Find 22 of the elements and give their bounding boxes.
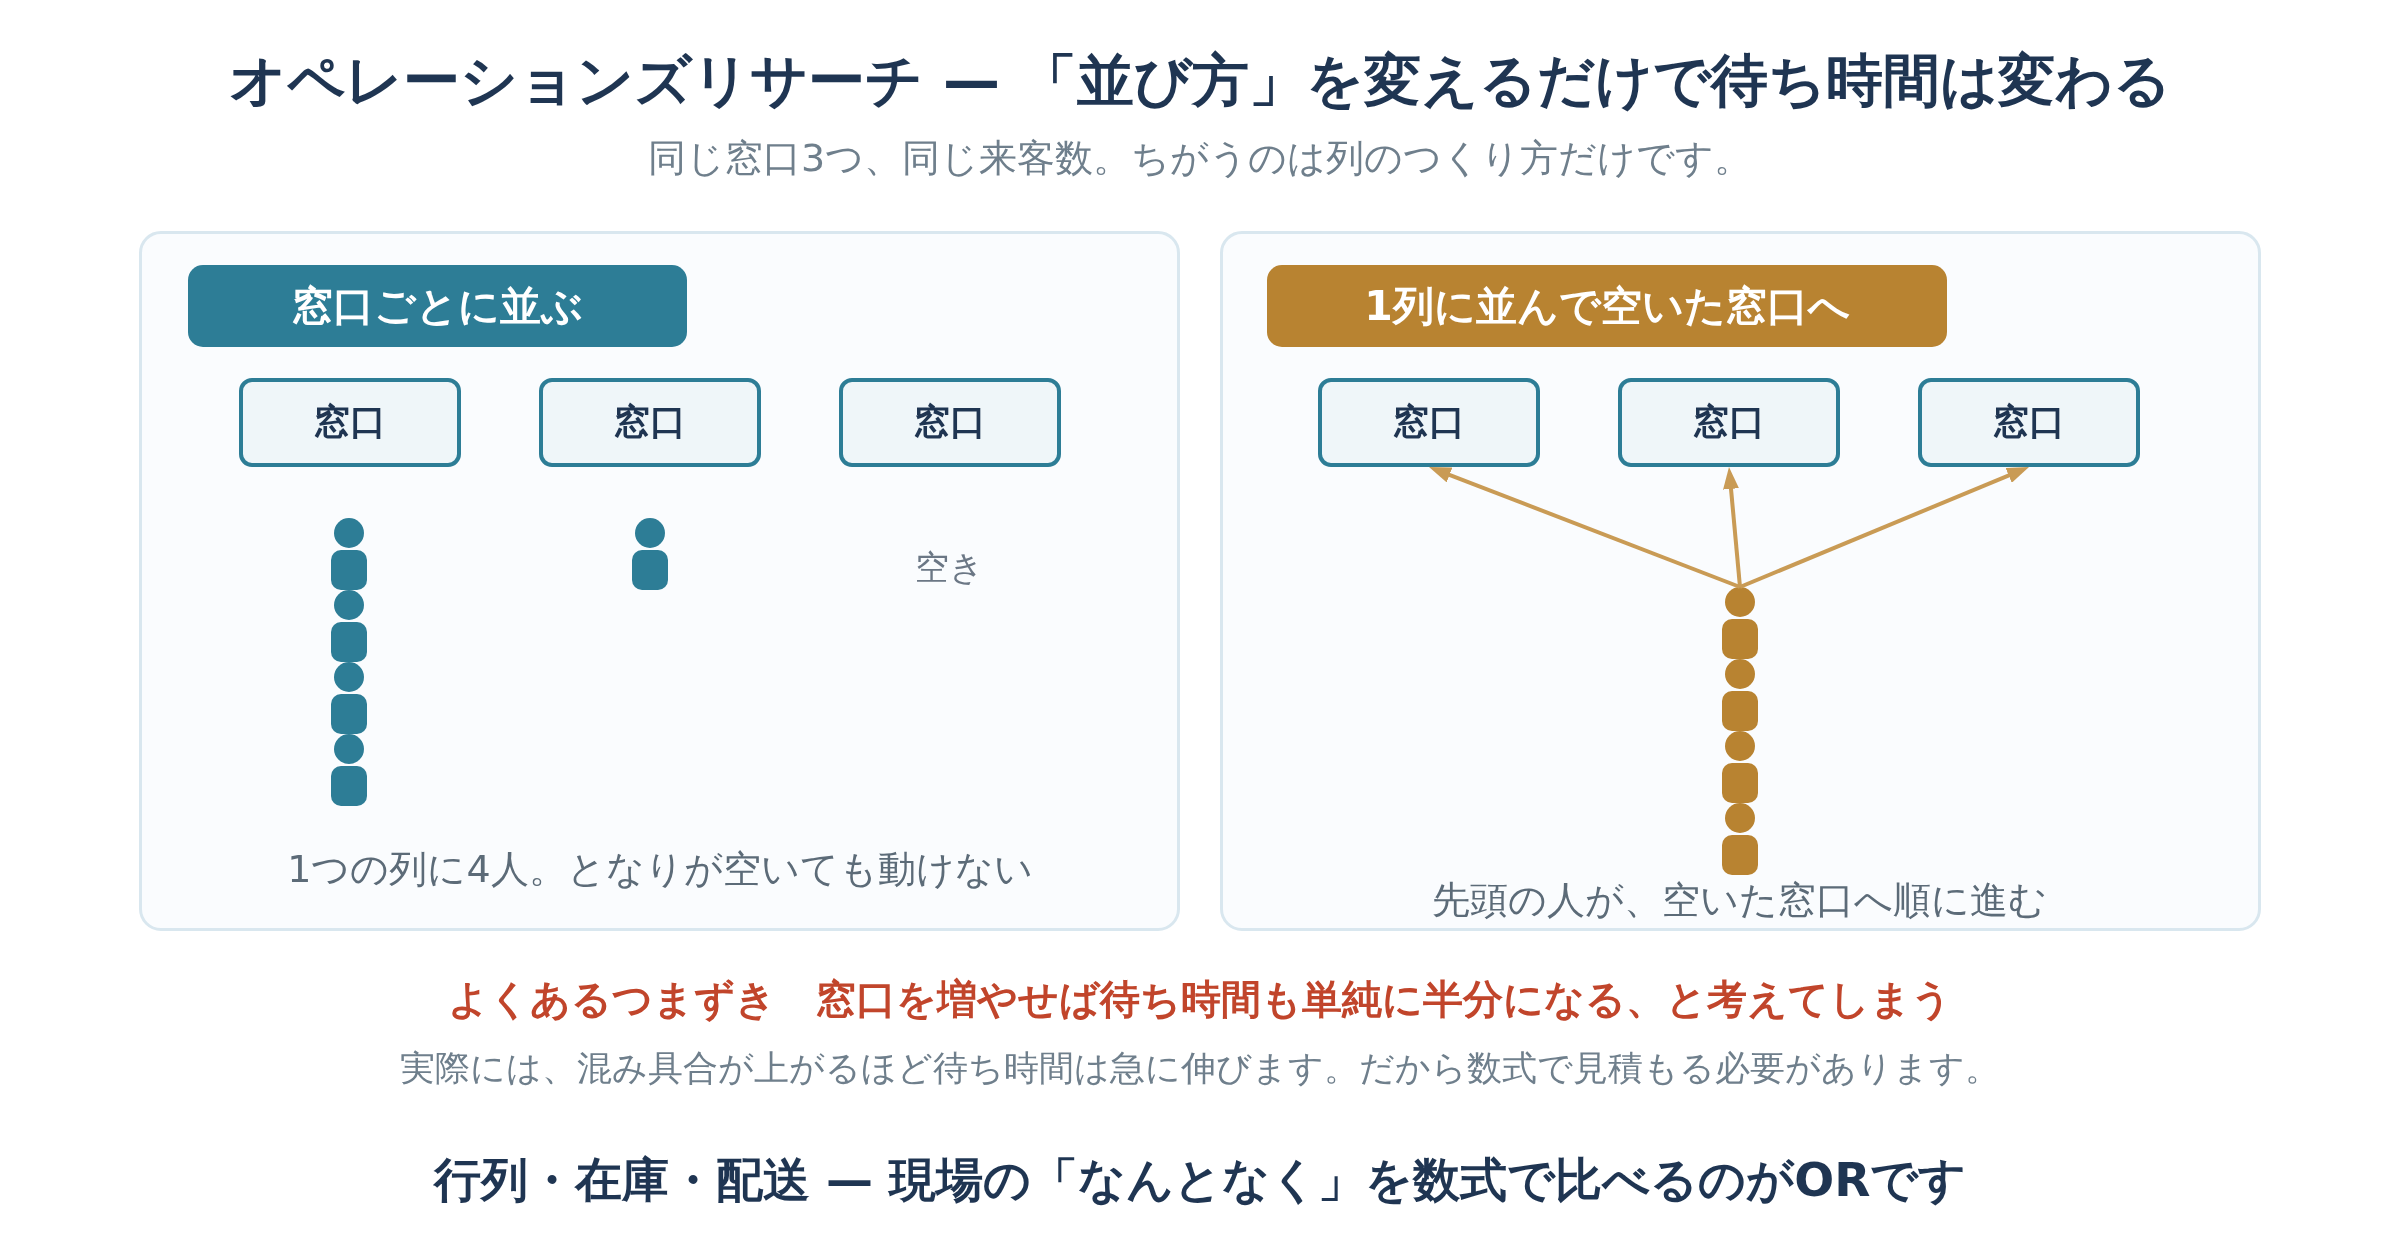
- counter-box: 窓口: [1618, 378, 1840, 467]
- panel-caption: 先頭の人が、空いた窓口へ順に進む: [1431, 878, 2047, 922]
- explanation-text: 実際には、混み具合が上がるほど待ち時間は急に伸びます。だから数式で見積もる必要があります。: [400, 1047, 2000, 1089]
- arrow: [1429, 467, 1741, 589]
- arrow: [1723, 467, 1742, 588]
- header-banner: 窓口ごとに並ぶ: [188, 265, 687, 347]
- panel: [139, 231, 1180, 931]
- status-label: 空き: [914, 546, 984, 588]
- counter-box: 窓口: [239, 378, 461, 467]
- panel-caption: 1つの列に4人。となりが空いても動けない: [287, 847, 1033, 891]
- counter-box: 窓口: [839, 378, 1061, 467]
- counter-box: 窓口: [1318, 378, 1540, 467]
- arrow: [1739, 467, 2029, 589]
- people-queue: [1722, 587, 1758, 875]
- panel: [1220, 231, 2261, 931]
- warning-text: よくあるつまずき 窓口を増やせば待ち時間も単純に半分になる、と考えてしまう: [448, 975, 1952, 1023]
- subtitle: 同じ窓口3つ、同じ来客数。ちがうのは列のつくり方だけです。: [647, 136, 1753, 182]
- header-banner: 1列に並んで空いた窓口へ: [1267, 265, 1947, 347]
- summary-caption: 行列・在庫・配送 — 現場の「なんとなく」を数式で比べるのがORです: [433, 1151, 1967, 1209]
- counter-box: 窓口: [1918, 378, 2140, 467]
- title: オペレーションズリサーチ — 「並び方」を変えるだけで待ち時間は変わる: [229, 45, 2171, 115]
- counter-box: 窓口: [539, 378, 761, 467]
